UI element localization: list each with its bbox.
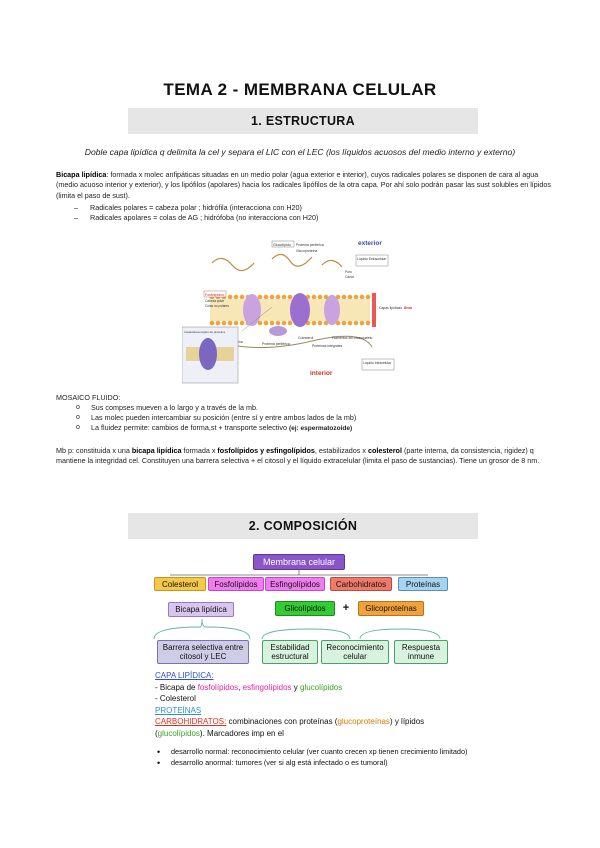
section-heading-estructura: 1. ESTRUCTURA: [128, 108, 478, 134]
membrane-figure: Glucolípido Proteína periférica Glucopro…: [182, 235, 418, 385]
carbohidratos-line: CARBOHIDRATOS: combinaciones con proteín…: [155, 717, 425, 727]
label-colas-no-polares: Colas no polares: [205, 304, 229, 308]
intro-text: Doble capa lipídica q delimita la cel y …: [84, 147, 516, 157]
label-interior: interior: [310, 370, 333, 377]
plus-sign: +: [342, 602, 350, 614]
label-cabeza-polar: Cabeza polar: [205, 299, 225, 303]
carbohydrate-chain: [271, 253, 313, 267]
bicapa-text: : formada x molec anfipáticas situadas e…: [56, 170, 551, 200]
integral-protein: [290, 293, 310, 327]
bicapa-line: - Bicapa de fosfolípidos, esfingolípidos…: [155, 682, 343, 692]
label-filamentos-citoesqueleto: Filamentos del citoesqueleto: [332, 336, 373, 340]
label-exterior: exterior: [358, 240, 382, 247]
label-glucoproteina: Glucoproteína: [296, 249, 317, 253]
carbohydrate-chain: [321, 259, 343, 268]
label-poro: Poro: [345, 270, 352, 274]
heading-capa-lipidica: CAPA LIPÍDICA:: [155, 671, 214, 680]
carbohydrate-chain: [211, 257, 255, 272]
box-proteinas: Proteínas: [398, 577, 448, 591]
list-item: desarrollo normal: reconocimiento celula…: [157, 747, 577, 758]
label-canal: Canal: [345, 275, 354, 279]
desarrollo-bullets: desarrollo normal: reconocimiento celula…: [157, 747, 577, 769]
diagram-root: Membrana celular: [253, 554, 345, 570]
box-glicolipidos: Glicolípidos: [275, 601, 335, 616]
notes-block: CAPA LIPÍDICA: - Bicapa de fosfolípidos,…: [155, 670, 575, 740]
document-title: TEMA 2 - MEMBRANA CELULAR: [163, 80, 437, 99]
box-estabilidad-estructural: Estabilidad estructural: [262, 640, 318, 664]
list-item: Sus compses mueven a lo largo y a través…: [74, 403, 544, 413]
label-8nm: 8nm: [404, 305, 413, 310]
box-fosfolipidos: Fosfolípidos: [208, 577, 264, 591]
label-inset: Instantánea región de proteína: [184, 330, 225, 334]
section-heading-composicion: 2. COMPOSICIÓN: [128, 513, 478, 539]
box-respuesta-inmune: Respuesta inmune: [394, 640, 448, 664]
peripheral-protein: [269, 326, 287, 336]
mosaico-heading: MOSAICO FLUIDO:: [56, 393, 121, 402]
list-item: desarrollo anormal: tumores (ver si alg …: [157, 758, 577, 769]
heading-proteinas: PROTEÍNAS: [155, 705, 202, 715]
bilayer-bracket: [372, 293, 376, 327]
box-bicapa-lipidica: Bicapa lipídica: [168, 602, 234, 617]
cytoskeleton-filament: [221, 335, 373, 348]
inset-protein: [199, 338, 217, 370]
diagram-connectors-top: [170, 570, 428, 576]
label-proteina-periferica-top: Proteína periférica: [296, 243, 324, 247]
label-fosfolipidos: Fosfolípidos: [205, 293, 224, 297]
bicapa-label: Bicapa lipídica: [56, 170, 107, 179]
label-colesterol: Colesterol: [298, 336, 314, 340]
colesterol-line: - Colesterol: [155, 694, 196, 704]
radicals-list: Radicales polares = cabeza polar ; hidró…: [74, 203, 544, 223]
list-item: Las molec pueden intercambiar su posició…: [74, 413, 544, 423]
box-esfingolipidos: Esfingolípidos: [265, 577, 325, 591]
mosaico-example: (ej: espermatozoide): [288, 425, 353, 433]
box-colesterol: Colesterol: [154, 577, 206, 591]
carbohidratos-line-2: (glucolípidos). Marcadores imp en el: [155, 728, 284, 738]
label-capas-lipidicas: Capas lipídicas: [379, 306, 402, 310]
box-glicoproteinas: Glicoproteínas: [358, 601, 424, 616]
list-item: Radicales polares = cabeza polar ; hidró…: [74, 203, 544, 213]
diagram-connectors-bottom: [153, 618, 441, 640]
mosaico-list: Sus compses mueven a lo largo y a través…: [74, 403, 544, 435]
box-reconocimiento-celular: Reconocimiento celular: [321, 640, 389, 664]
label-liquido-extracelular: Líquido Extracelular: [357, 257, 387, 261]
box-carbohidratos: Carbohidratos: [330, 577, 392, 591]
box-barrera-selectiva: Barrera selectiva entre citosol y LEC: [157, 640, 249, 664]
label-glucolipido: Glucolípido: [273, 243, 291, 247]
list-item: La fluidez permite: cambios de forma,st …: [74, 423, 544, 434]
channel-protein: [324, 295, 340, 325]
label-proteinas-integrales: Proteínas integrales: [312, 344, 342, 348]
mb-paragraph: Mb p: constituida x una bicapa lipídica …: [56, 446, 540, 466]
label-proteina-periferica: Proteína periférica: [262, 342, 290, 346]
bicapa-paragraph: Bicapa lipídica: formada x molec anfipát…: [56, 170, 556, 201]
label-liquido-intracelular: Líquido Intracelular: [363, 361, 392, 365]
bilayer-top-heads: [209, 294, 371, 300]
integral-protein: [243, 294, 261, 326]
list-item: Radicales apolares = colas de AG ; hidró…: [74, 213, 544, 223]
